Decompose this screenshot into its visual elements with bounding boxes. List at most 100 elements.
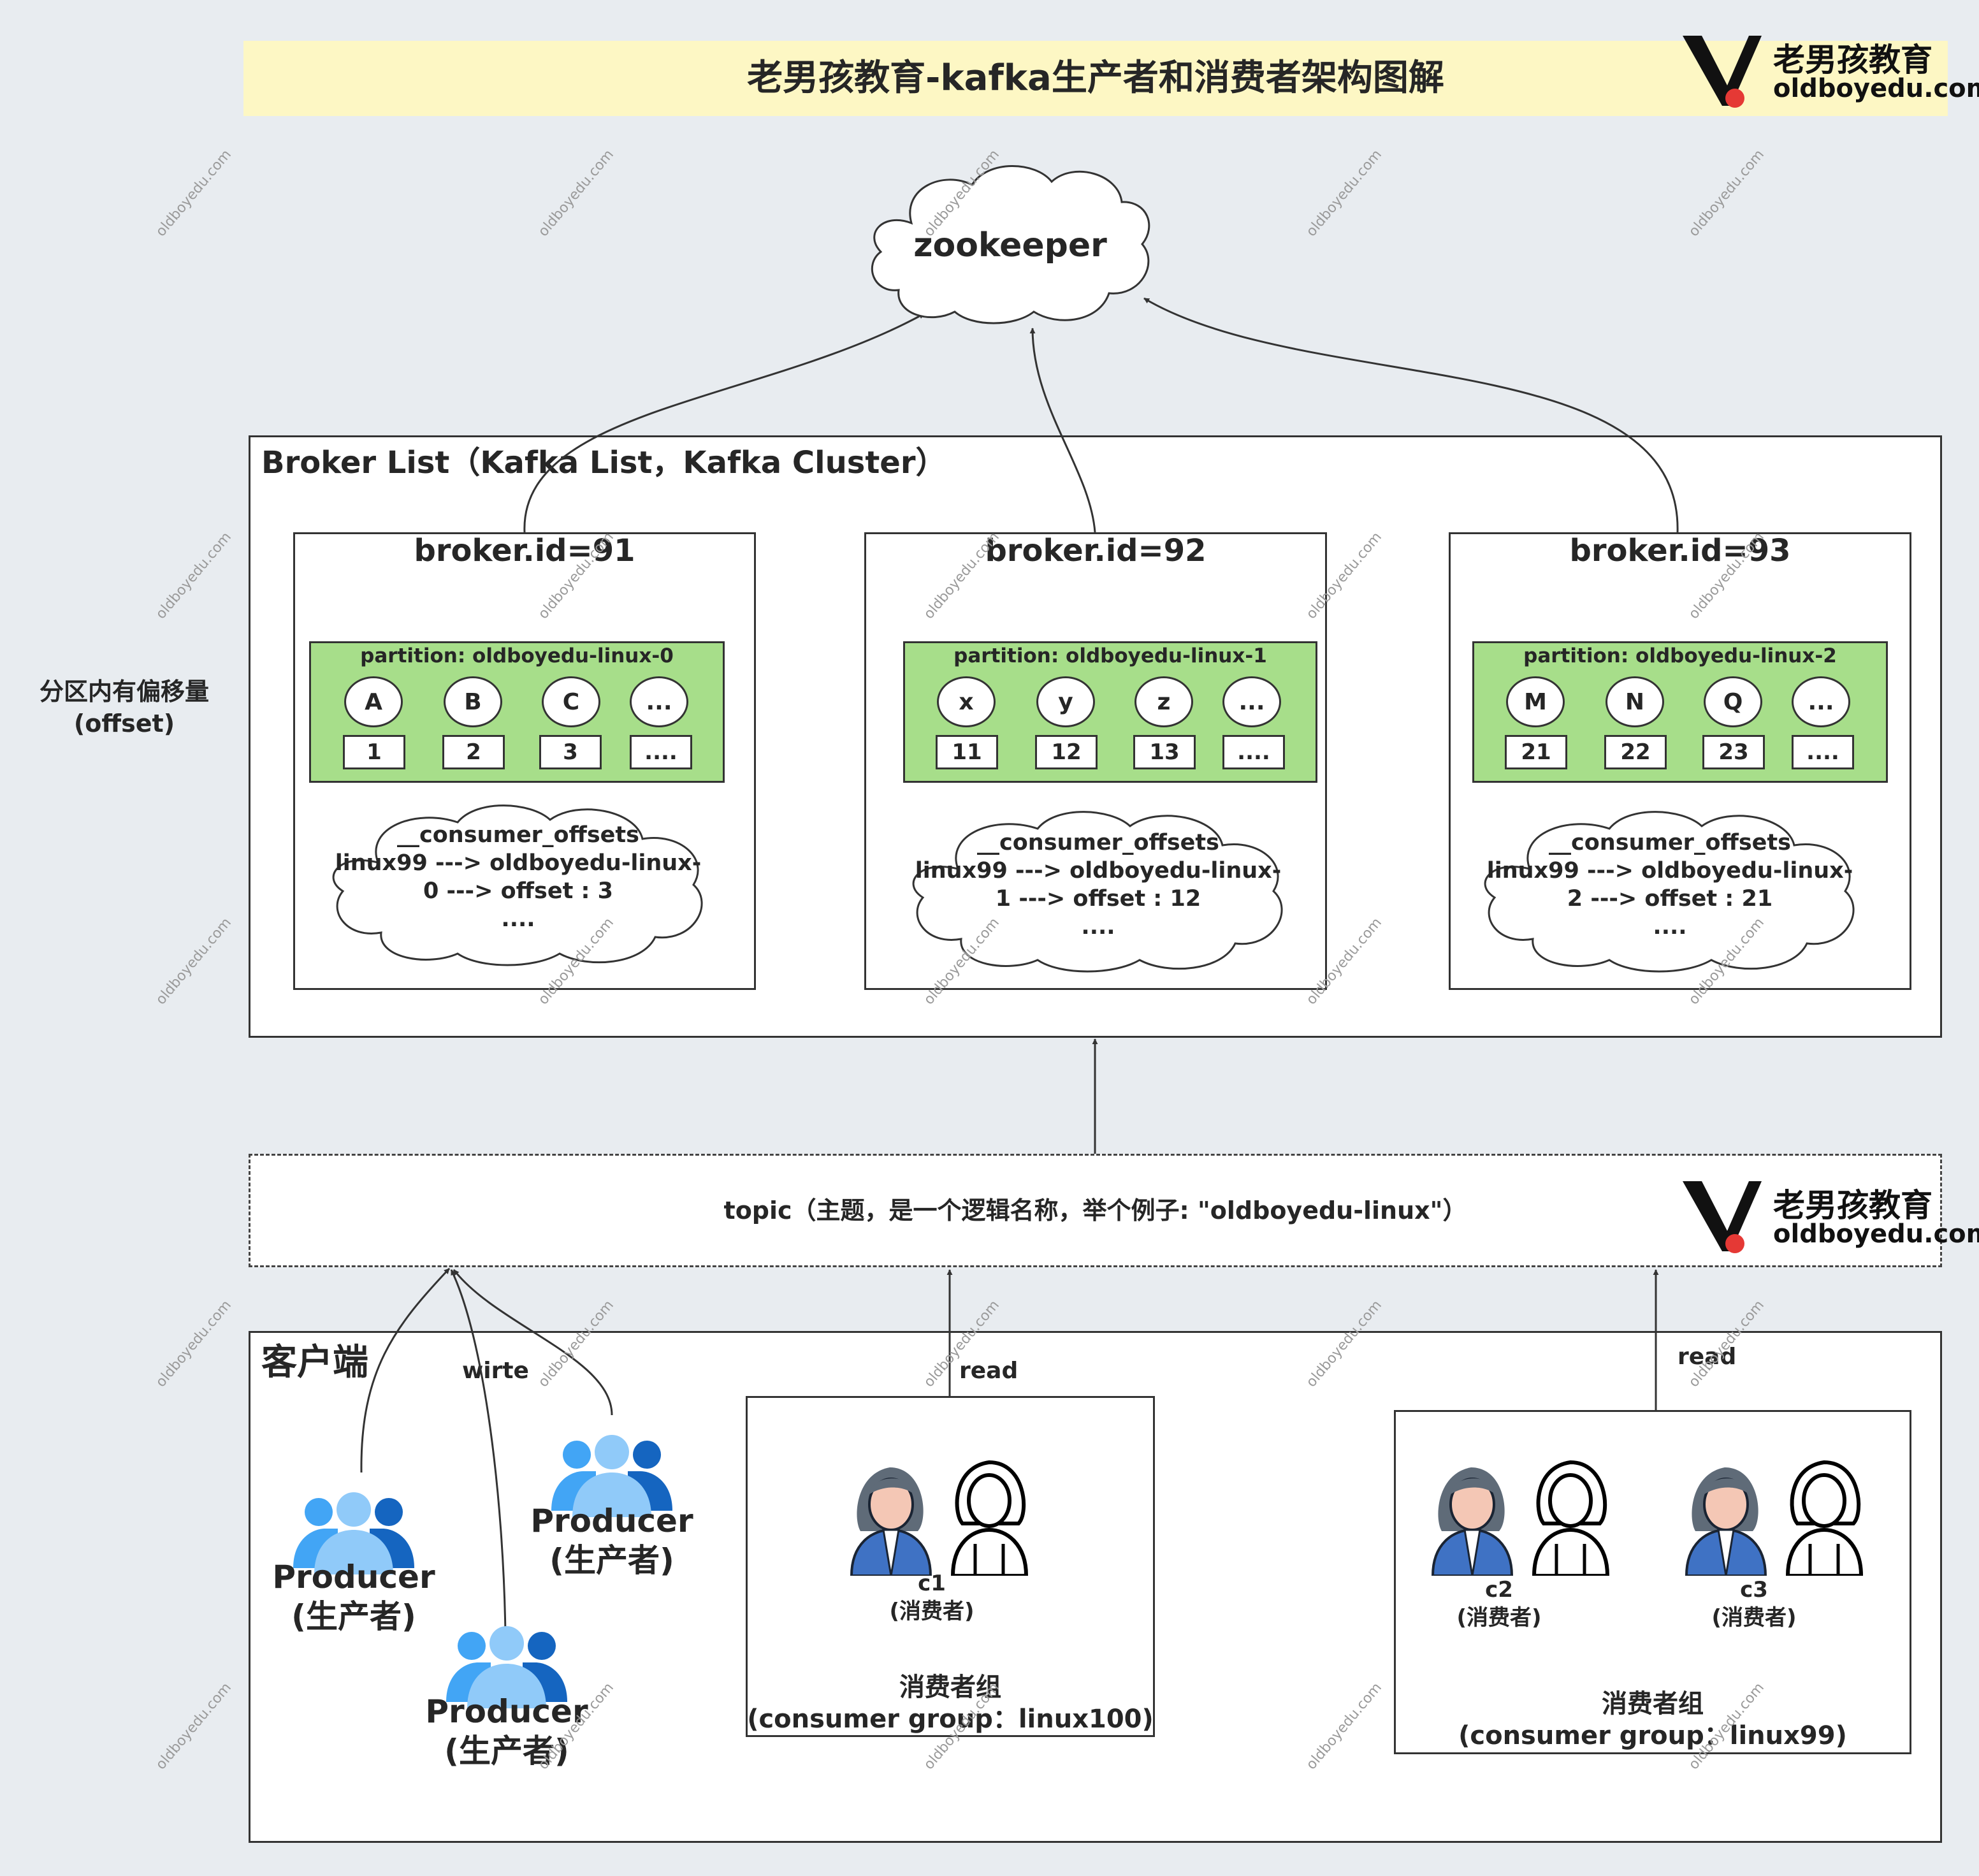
cloud-line: .... — [1653, 914, 1687, 940]
offset-cell: .... — [1792, 735, 1854, 769]
consumer-name: c3 — [1740, 1577, 1768, 1603]
consumer-role: (消费者) — [1456, 1605, 1542, 1631]
consumer-label-c3: c3 (消费者) — [1690, 1576, 1818, 1632]
offsets-cloud-text: __consumer_offsets linux99 ---> oldboyed… — [321, 821, 716, 933]
message-node: y — [1036, 676, 1095, 727]
broker-title: broker.id=92 — [985, 533, 1207, 569]
consumer-group-label-linux100: 消费者组 (consumer group：linux100) — [746, 1671, 1155, 1735]
read-label-1: read — [959, 1358, 1018, 1384]
arrow-producer3-topic — [453, 1269, 613, 1416]
cloud-line: .... — [1081, 914, 1115, 940]
broker-box-93: broker.id=93 partition: oldboyedu-linux-… — [1449, 532, 1911, 990]
partition-box: partition: oldboyedu-linux-2 M N Q ... 2… — [1472, 641, 1888, 783]
cloud-line: __consumer_offsets — [1549, 830, 1791, 855]
partition-title: partition: oldboyedu-linux-2 — [1523, 644, 1837, 667]
arrow-broker92-zookeeper — [1029, 328, 1096, 533]
producer-label-line1: Producer — [425, 1693, 588, 1730]
offset-note: 分区内有偏移量 (offset) — [25, 676, 223, 739]
arrow-broker93-zookeeper — [1143, 297, 1679, 533]
read-label-2: read — [1678, 1344, 1737, 1370]
producer-label: Producer (生产者) — [258, 1557, 449, 1636]
cloud-line: linux99 ---> oldboyedu-linux- — [335, 850, 702, 876]
message-node: x — [937, 676, 996, 727]
logo-en-text: oldboyedu.com — [1773, 1219, 1979, 1249]
consumer-name: c1 — [918, 1571, 946, 1596]
write-label: wirte — [462, 1358, 529, 1384]
consumer-group-box-linux100 — [746, 1396, 1155, 1737]
cloud-line: 2 ---> offset : 21 — [1567, 886, 1773, 912]
cloud-line: 0 ---> offset : 3 — [423, 878, 614, 904]
arrow-producer2-topic — [450, 1269, 507, 1636]
offset-cell: 1 — [343, 735, 405, 769]
offset-cell: 23 — [1702, 735, 1765, 769]
offsets-cloud-text: __consumer_offsets linux99 ---> oldboyed… — [901, 829, 1296, 941]
broker-title: broker.id=93 — [1569, 533, 1791, 569]
broker-box-91: broker.id=91 partition: oldboyedu-linux-… — [293, 532, 756, 990]
offset-cell: 13 — [1133, 735, 1196, 769]
message-node: ... — [1792, 676, 1850, 727]
message-node: B — [444, 676, 502, 727]
group-label-line2: (consumer group：linux99) — [1458, 1721, 1847, 1750]
zookeeper-label: zookeeper — [913, 226, 1107, 265]
topic-text: topic（主题，是一个逻辑名称，举个例子: "oldboyedu-linux"… — [723, 1196, 1467, 1225]
offset-cell: 22 — [1604, 735, 1667, 769]
producer-label-line2: (生产者) — [291, 1598, 416, 1635]
message-node: ... — [1222, 676, 1281, 727]
message-node: N — [1606, 676, 1664, 727]
message-node: z — [1134, 676, 1193, 727]
message-node: Q — [1704, 676, 1762, 727]
message-node: C — [542, 676, 600, 727]
cloud-line: linux99 ---> oldboyedu-linux- — [915, 858, 1282, 883]
offsets-cloud-icon — [912, 811, 1283, 973]
offset-note-line2: (offset) — [73, 709, 175, 738]
logo-en-text: oldboyedu.com — [1773, 74, 1979, 103]
broker-list-title: Broker List（Kafka List，Kafka Cluster） — [261, 445, 946, 481]
consumer-label-c1: c1 (消费者) — [868, 1569, 996, 1625]
cloud-line: __consumer_offsets — [977, 830, 1219, 855]
producer-group-icon — [446, 1626, 567, 1708]
consumer-pair-icon — [1685, 1460, 1864, 1576]
logo-top: 老男孩教育 oldboyedu.com — [1680, 31, 1979, 113]
consumer-role: (消费者) — [889, 1599, 975, 1624]
offset-cell: 11 — [936, 735, 998, 769]
offset-cell: 21 — [1505, 735, 1567, 769]
topic-box — [249, 1154, 1942, 1267]
producer-label-line1: Producer — [530, 1502, 693, 1539]
offset-cell: 3 — [539, 735, 602, 769]
message-node: M — [1506, 676, 1565, 727]
logo-mark-icon — [1683, 1181, 1762, 1253]
page-title: 老男孩教育-kafka生产者和消费者架构图解 — [747, 57, 1444, 99]
message-node: ... — [630, 676, 688, 727]
offset-cell: 2 — [442, 735, 505, 769]
consumer-name: c2 — [1485, 1577, 1513, 1603]
partition-box: partition: oldboyedu-linux-0 A B C ... 1… — [309, 641, 725, 783]
consumer-pair-icon — [1431, 1460, 1610, 1576]
cloud-line: 1 ---> offset : 12 — [995, 886, 1201, 912]
consumer-label-c2: c2 (消费者) — [1435, 1576, 1563, 1632]
offset-cell: .... — [1222, 735, 1285, 769]
arrow-producer1-topic — [360, 1267, 451, 1473]
broker-box-92: broker.id=92 partition: oldboyedu-linux-… — [864, 532, 1327, 990]
message-node: A — [344, 676, 403, 727]
offsets-cloud-icon — [332, 804, 703, 966]
cloud-line: .... — [501, 906, 535, 932]
cloud-line: __consumer_offsets — [397, 822, 639, 848]
consumer-group-label-linux99: 消费者组 (consumer group：linux99) — [1394, 1688, 1911, 1752]
client-title: 客户端 — [261, 1342, 368, 1383]
offset-cell: .... — [630, 735, 692, 769]
partition-title: partition: oldboyedu-linux-1 — [953, 644, 1267, 667]
producer-group-icon — [293, 1492, 414, 1574]
logo-mark-icon — [1683, 36, 1762, 108]
cloud-line: linux99 ---> oldboyedu-linux- — [1486, 858, 1853, 883]
broker-title: broker.id=91 — [414, 533, 635, 569]
producer-label: Producer (生产者) — [516, 1501, 707, 1580]
producer-label: Producer (生产者) — [411, 1692, 602, 1771]
group-label-line1: 消费者组 — [899, 1673, 1001, 1702]
consumer-pair-icon — [850, 1460, 1029, 1576]
offset-note-line1: 分区内有偏移量 — [39, 678, 209, 706]
producer-group-icon — [551, 1435, 672, 1517]
title-bar — [243, 41, 1948, 116]
producer-label-line2: (生产者) — [549, 1542, 674, 1579]
producer-label-line2: (生产者) — [444, 1733, 569, 1770]
